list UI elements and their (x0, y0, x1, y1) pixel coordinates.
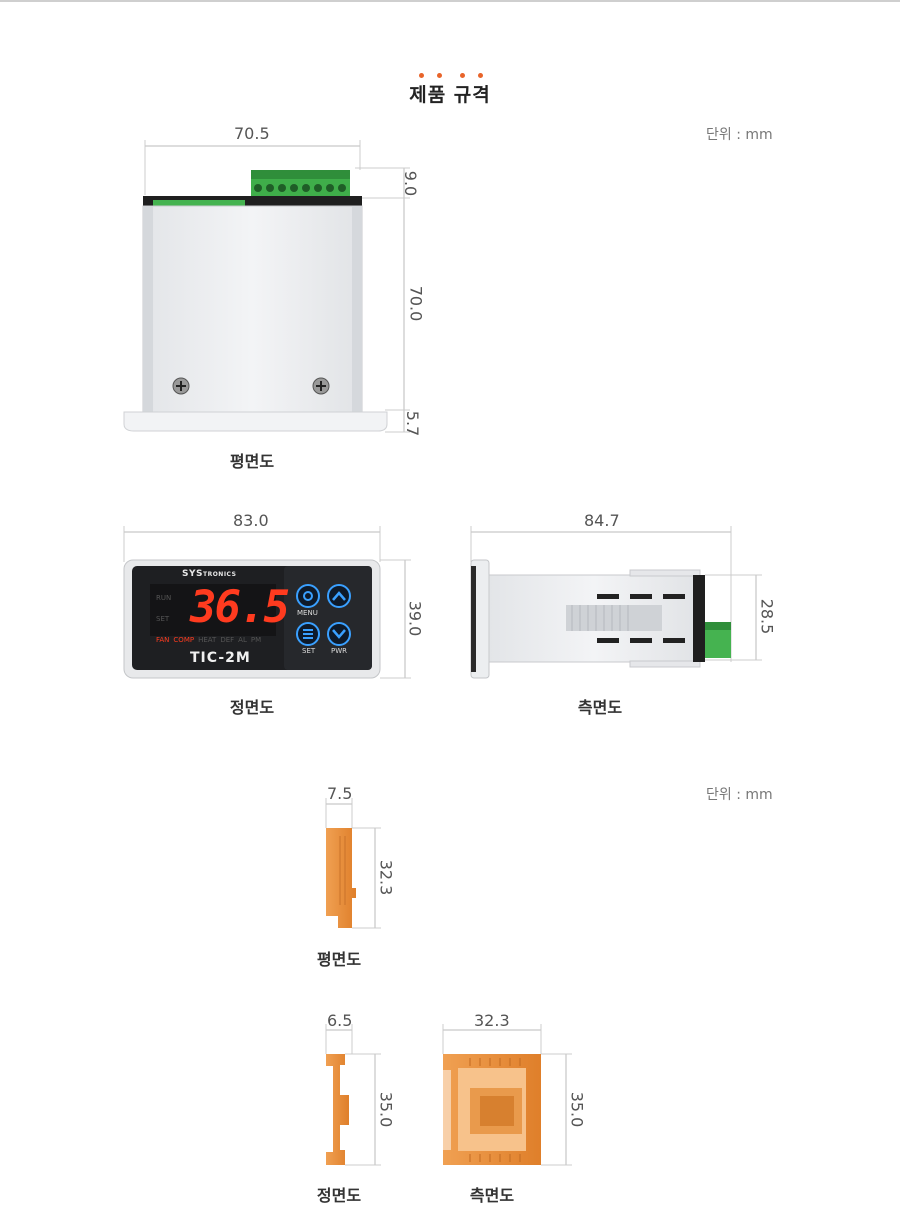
front-view-drawing (123, 526, 411, 679)
bracket-top-width-dim: 7.5 (327, 784, 353, 803)
unit-label-2: 단위 : mm (706, 787, 773, 803)
brand-logo: SYSTRONICS (182, 569, 237, 579)
bracket-front-caption: 정면도 (316, 1186, 362, 1205)
top-h-bottom-dim: 5.7 (403, 410, 423, 437)
set-button-label: SET (302, 647, 316, 655)
bracket-side-caption: 측면도 (469, 1186, 515, 1205)
side-view-caption: 측면도 (577, 698, 623, 717)
page-title: 제품 규격 (409, 84, 491, 106)
bracket-side-width-dim: 32.3 (474, 1011, 510, 1030)
bracket-front-height-dim: 35.0 (376, 1091, 396, 1128)
top-view-caption: 평면도 (229, 452, 275, 471)
bracket-front-width-dim: 6.5 (327, 1011, 353, 1030)
set-label: SET (156, 615, 170, 623)
front-view-caption: 정면도 (229, 698, 275, 717)
model-label: TIC-2M (190, 650, 251, 666)
bracket-top-caption: 평면도 (316, 950, 362, 969)
front-width-dim: 83.0 (233, 511, 269, 530)
bracket-front-view-drawing (325, 1024, 381, 1166)
pwr-button-label: PWR (331, 647, 348, 655)
top-view-drawing (123, 140, 410, 433)
side-width-dim: 84.7 (584, 511, 620, 530)
status-row: FAN COMP HEAT DEF AL PM (156, 636, 262, 644)
top-divider (0, 0, 900, 2)
side-view-drawing (470, 526, 762, 679)
top-h-top-dim: 9.0 (401, 170, 421, 197)
menu-button-label: MENU (297, 609, 318, 617)
bracket-side-height-dim: 35.0 (567, 1091, 587, 1128)
top-h-main-dim: 70.0 (406, 285, 426, 322)
run-label: RUN (156, 594, 172, 602)
top-width-dim: 70.5 (234, 124, 270, 143)
bracket-top-height-dim: 32.3 (376, 859, 396, 896)
bracket-side-view-drawing (442, 1024, 572, 1166)
side-height-dim: 28.5 (757, 598, 777, 635)
temperature-display: 36.5 (190, 582, 290, 633)
bracket-top-view-drawing (325, 798, 381, 929)
unit-label-1: 단위 : mm (706, 127, 773, 143)
front-height-dim: 39.0 (405, 600, 425, 637)
